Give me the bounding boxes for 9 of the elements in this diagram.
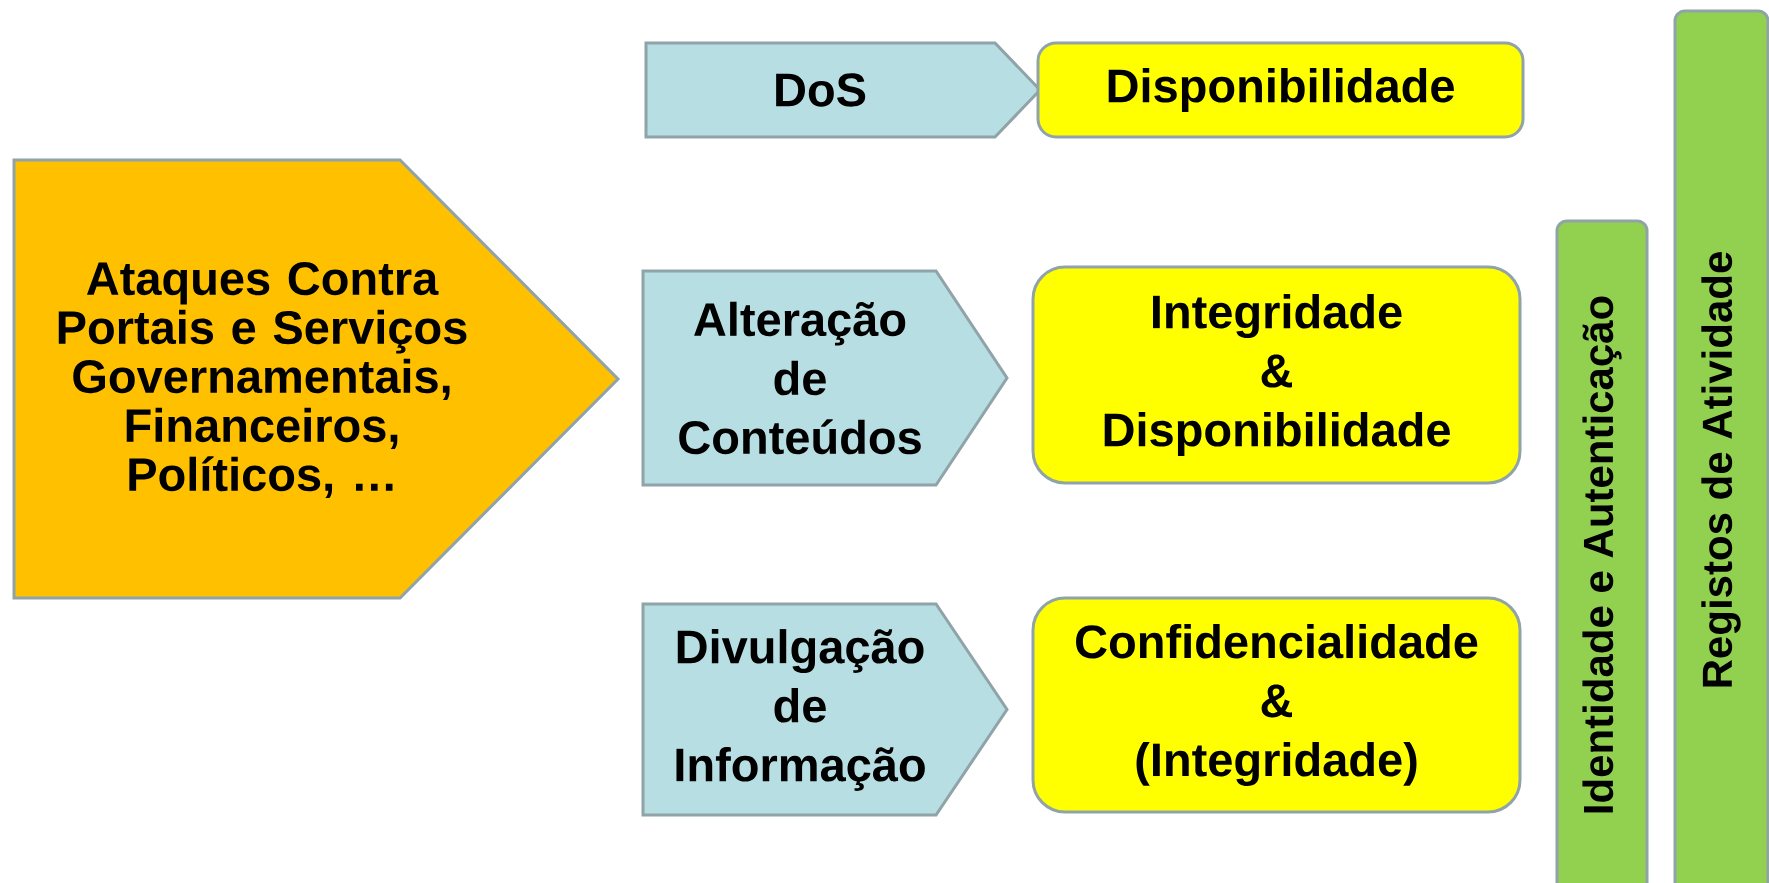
pentagon-box: Alteração de Conteúdos (641, 269, 1009, 487)
pentagon-box: DoS (644, 41, 1043, 139)
pentagon-box: Divulgação de Informação (641, 602, 1009, 817)
pentagon-box: Ataques Contra Portais e Serviços Governamentais, Financeiros, Políticos, … (12, 158, 621, 600)
property-box: Disponibilidade (1036, 41, 1525, 139)
property-box: Integridade & Disponibilidade (1031, 265, 1522, 485)
property-box: Confidencialidade & (Integridade) (1031, 596, 1522, 814)
vertical-bar: Registos de Atividade (1673, 9, 1769, 883)
vertical-bar: Identidade e Autenticação (1555, 219, 1649, 883)
